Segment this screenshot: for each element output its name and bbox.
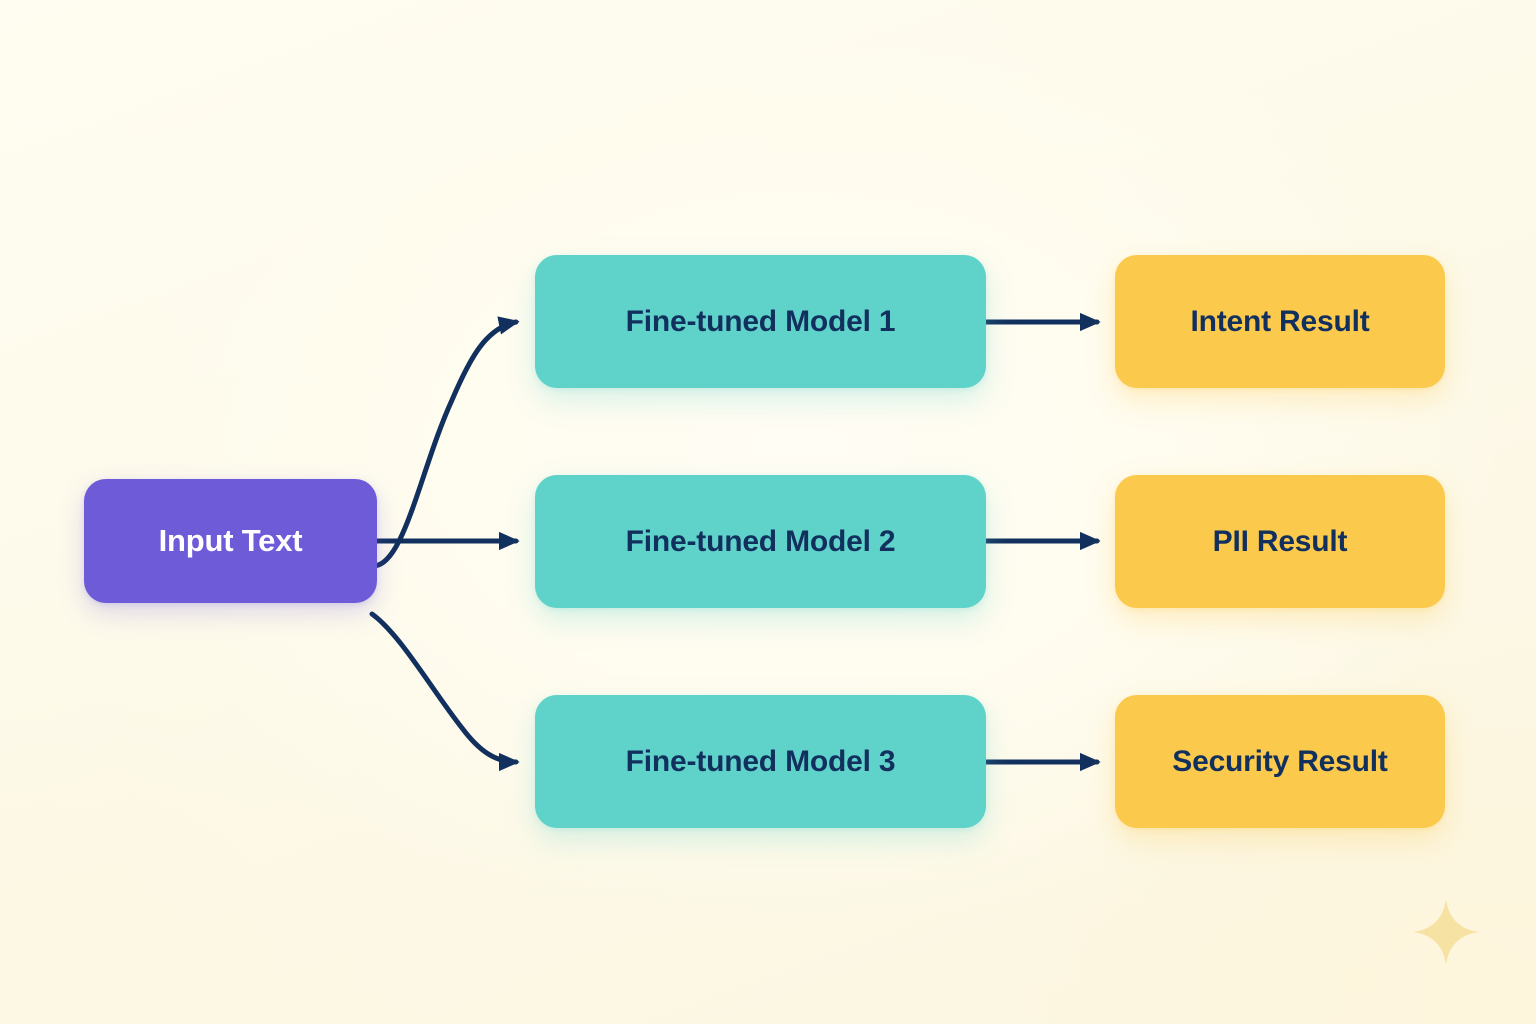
sparkle-icon bbox=[1413, 899, 1479, 965]
edge-input-to-model-1 bbox=[369, 316, 520, 569]
node-pii-result-label: PII Result bbox=[1212, 525, 1348, 558]
node-security-result[interactable]: Security Result bbox=[1115, 695, 1445, 828]
node-intent-result-label: Intent Result bbox=[1190, 305, 1370, 338]
node-pii-result[interactable]: PII Result bbox=[1115, 475, 1445, 608]
node-fine-tuned-model-1-label: Fine-tuned Model 1 bbox=[625, 305, 896, 338]
node-fine-tuned-model-3-label: Fine-tuned Model 3 bbox=[625, 745, 896, 778]
node-input-text[interactable]: Input Text bbox=[84, 479, 377, 603]
node-input-text-label: Input Text bbox=[158, 522, 303, 558]
node-fine-tuned-model-2-label: Fine-tuned Model 2 bbox=[625, 525, 896, 558]
node-fine-tuned-model-3[interactable]: Fine-tuned Model 3 bbox=[535, 695, 986, 828]
edge-input-to-model-3 bbox=[369, 611, 520, 772]
node-intent-result[interactable]: Intent Result bbox=[1115, 255, 1445, 388]
node-security-result-label: Security Result bbox=[1172, 745, 1388, 778]
node-fine-tuned-model-1[interactable]: Fine-tuned Model 1 bbox=[535, 255, 986, 388]
node-fine-tuned-model-2[interactable]: Fine-tuned Model 2 bbox=[535, 475, 986, 608]
